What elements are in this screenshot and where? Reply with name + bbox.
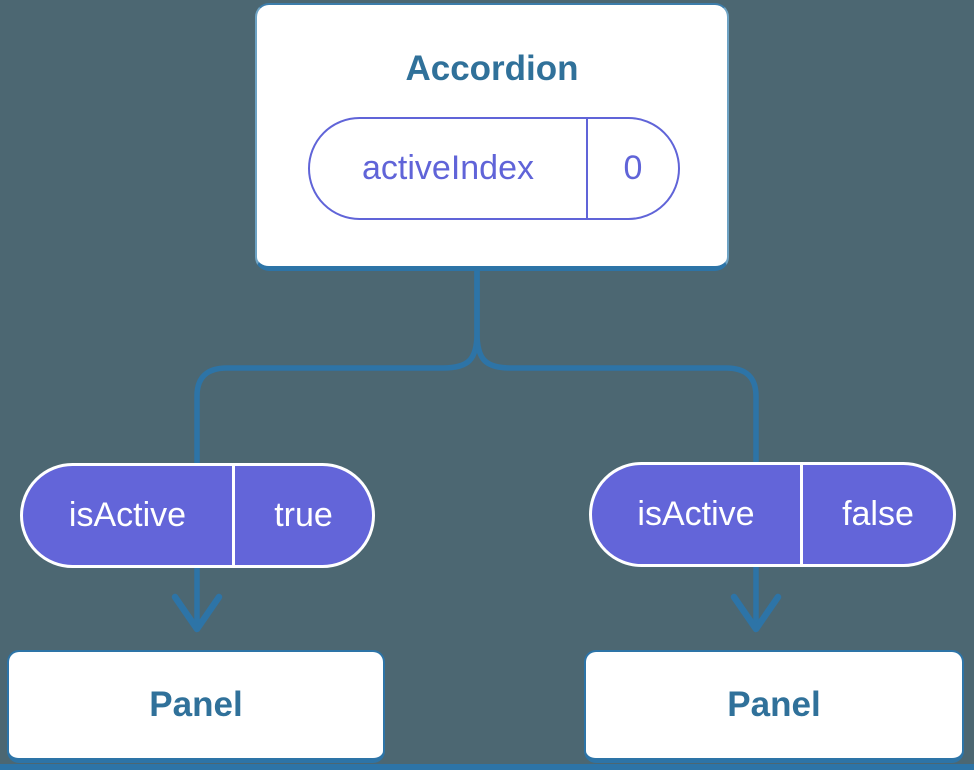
panel-card-left: Panel (7, 650, 385, 763)
arrow-head-right-icon (730, 593, 782, 633)
prop-value-label: false (842, 495, 914, 533)
arrow-head-left-icon (171, 593, 223, 633)
panel-card-right: Panel (584, 650, 964, 763)
accordion-title: Accordion (405, 49, 579, 88)
prop-name-label: isActive (68, 496, 187, 534)
panel-title: Panel (727, 685, 821, 724)
prop-pill-inactive: isActive false (589, 462, 956, 567)
tree-branch-right (474, 259, 759, 627)
panel-title: Panel (149, 685, 243, 724)
state-pill: activeIndex 0 (308, 117, 680, 220)
accordion-card: Accordion activeIndex 0 (255, 3, 729, 271)
prop-pill-divider (232, 466, 235, 565)
prop-pill-divider (800, 465, 803, 564)
prop-value-label: true (274, 496, 333, 534)
state-value-label: 0 (623, 149, 643, 187)
bottom-edge-bar (0, 764, 974, 770)
state-name-label: activeIndex (362, 149, 534, 187)
prop-name-label: isActive (637, 495, 755, 533)
tree-branch-left (194, 259, 480, 627)
state-pill-divider (586, 119, 588, 218)
prop-pill-active: isActive true (20, 463, 375, 568)
